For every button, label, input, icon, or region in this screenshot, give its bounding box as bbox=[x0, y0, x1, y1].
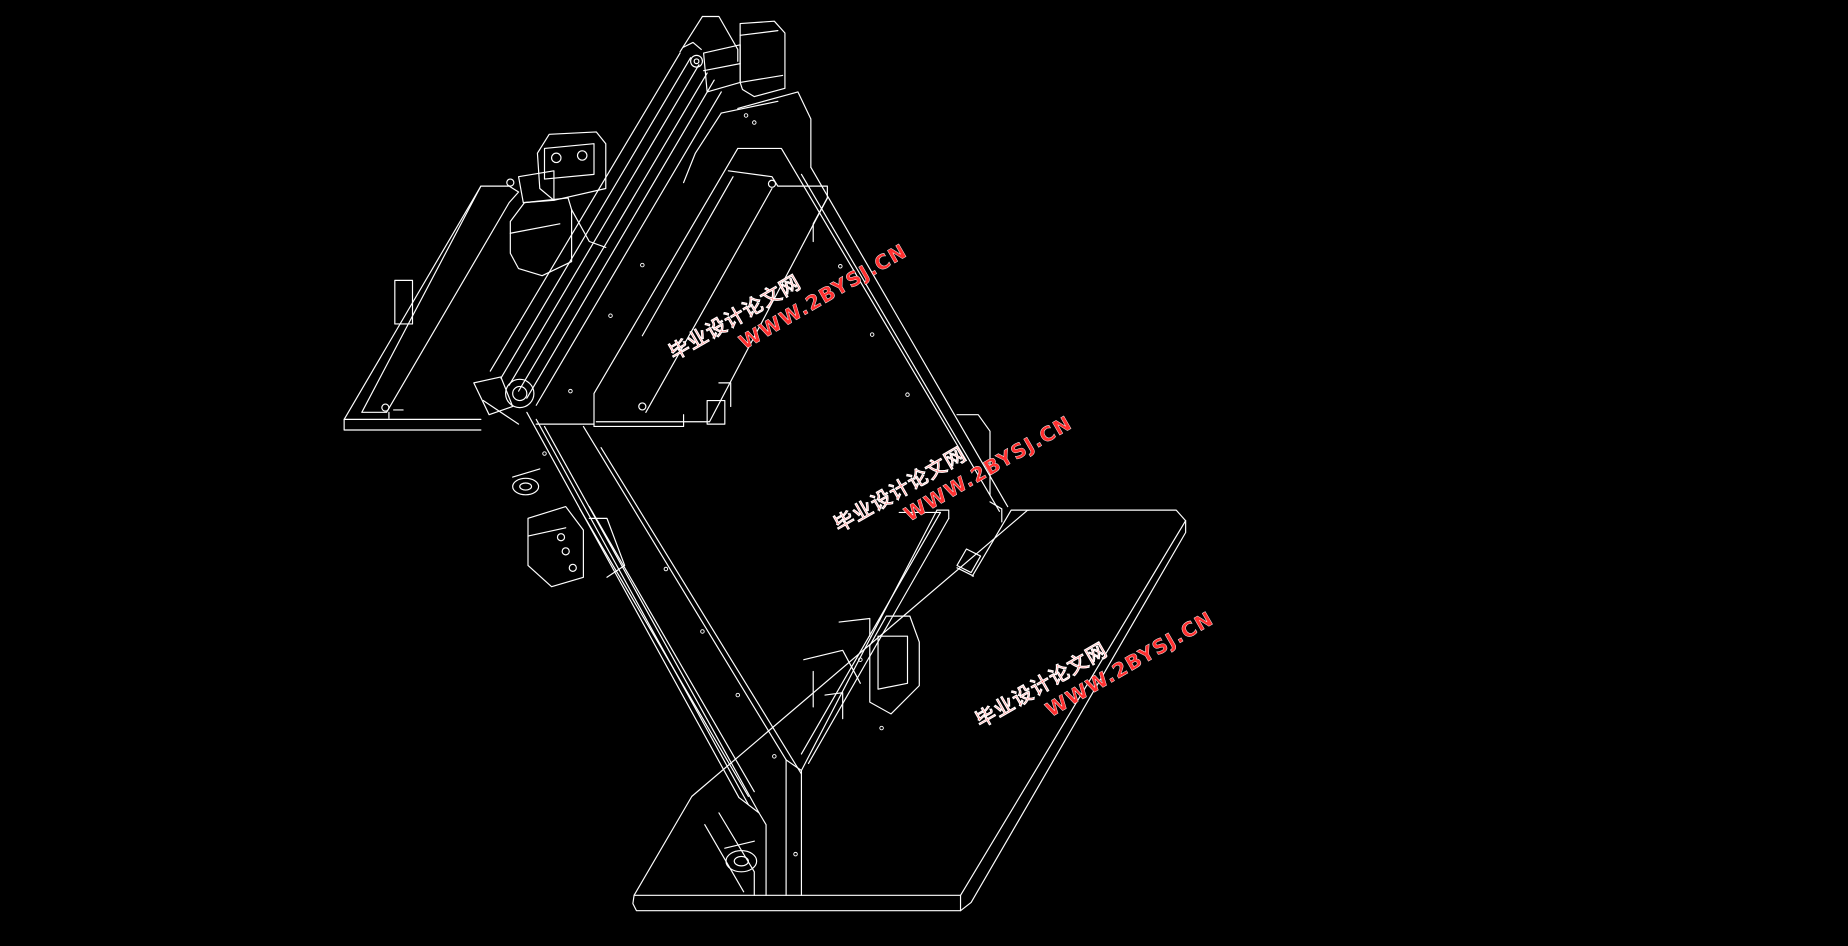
carriage-block bbox=[527, 505, 626, 588]
holes bbox=[542, 113, 910, 857]
base-plate bbox=[632, 509, 1187, 912]
main-column bbox=[489, 15, 767, 896]
top-stepper-motor bbox=[682, 20, 786, 98]
right-platform bbox=[595, 170, 828, 425]
window-fixture bbox=[803, 615, 920, 720]
left-platform bbox=[343, 178, 520, 431]
pulleys bbox=[473, 376, 758, 873]
watermarks: 毕业设计论文网 WWW.2BYSJ.CN 毕业设计论文网 WWW.2BYSJ.C… bbox=[664, 238, 1217, 732]
left-stepper-motor bbox=[509, 131, 607, 277]
side-frame bbox=[535, 91, 1009, 896]
